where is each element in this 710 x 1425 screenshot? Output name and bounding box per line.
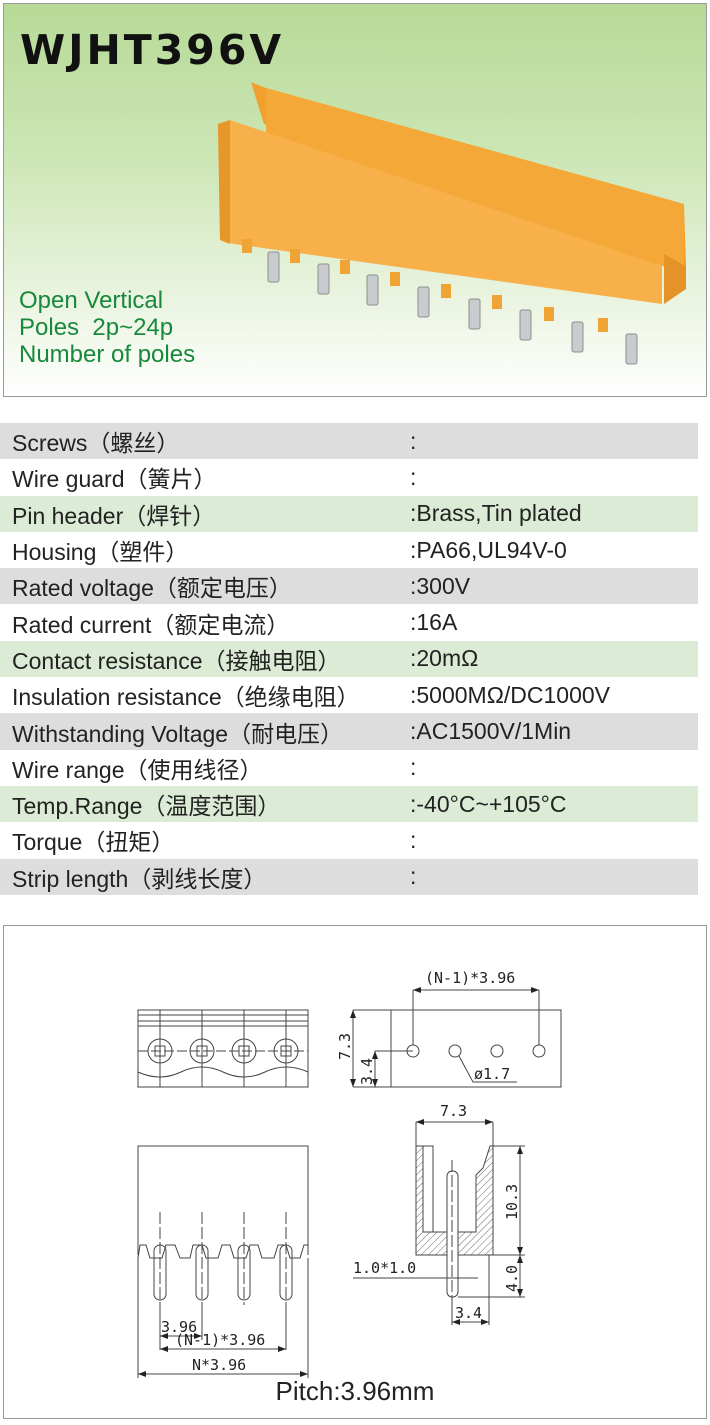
- product-hero: WJHT396V Open Vertical Poles 2p~24p Numb…: [3, 3, 707, 397]
- spec-value: :: [410, 463, 417, 490]
- spec-label: Housing（塑件）: [12, 539, 189, 566]
- dim-top-pitch: (N-1)*3.96: [425, 969, 515, 987]
- desc-line: Number of poles: [19, 341, 196, 368]
- dim-hole-diameter: ø1.7: [474, 1065, 510, 1083]
- pin-view: [137, 1145, 309, 1378]
- desc-line: Open Vertical: [19, 287, 164, 314]
- spec-label: Torque（扭矩）: [12, 829, 175, 856]
- spec-row: Rated voltage（额定电压） :300V: [0, 568, 698, 605]
- spec-row: Temp.Range（温度范围） :-40°C~+105°C: [0, 785, 698, 823]
- spec-label: Withstanding Voltage（耐电压）: [12, 720, 344, 747]
- spec-label: Wire range（使用线径）: [12, 756, 263, 783]
- technical-drawing-frame: [3, 925, 707, 1419]
- side-section-view: [353, 1119, 525, 1325]
- spec-label: Strip length（剥线长度）: [12, 865, 267, 892]
- spec-value: :: [410, 863, 417, 890]
- spec-value: :20mΩ: [410, 645, 479, 672]
- dim-pin-length: 4.0: [503, 1265, 521, 1292]
- top-view: [350, 987, 562, 1088]
- dim-pitch: 3.96: [161, 1318, 197, 1336]
- spec-row: Screws（螺丝）:: [0, 423, 698, 460]
- front-view: [137, 1009, 309, 1088]
- spec-label: Rated current（额定电流）: [12, 611, 290, 638]
- spec-row: Pin header（焊针） :Brass,Tin plated: [0, 495, 698, 532]
- spec-label: Wire guard（簧片）: [12, 466, 217, 493]
- spec-label: Pin header（焊针）: [12, 502, 216, 529]
- spec-value: :-40°C~+105°C: [410, 790, 567, 817]
- spec-value: :: [410, 754, 417, 781]
- dim-pin-offset: 3.4: [455, 1304, 482, 1322]
- desc-line: Poles 2p~24p: [19, 314, 174, 341]
- pitch-label: Pitch:3.96mm: [275, 1376, 435, 1406]
- spec-label: Contact resistance（接触电阻）: [12, 647, 341, 674]
- product-title: WJHT396V: [20, 26, 285, 74]
- spec-label: Screws（螺丝）: [12, 430, 180, 457]
- spec-value: :PA66,UL94V-0: [410, 536, 567, 563]
- spec-value: :300V: [410, 572, 471, 599]
- spec-value: :AC1500V/1Min: [410, 718, 572, 745]
- dim-side-height: 10.3: [503, 1184, 521, 1220]
- product-description: Open Vertical Poles 2p~24p Number of pol…: [19, 287, 195, 368]
- spec-row: Withstanding Voltage（耐电压） :AC1500V/1Min: [0, 713, 698, 750]
- dim-height-7-3: 7.3: [336, 1033, 354, 1060]
- dim-total: N*3.96: [192, 1356, 246, 1374]
- spec-table: Screws（螺丝）: Wire guard（簧片）: Pin header（焊…: [0, 423, 698, 895]
- spec-label: Rated voltage（额定电压）: [12, 575, 292, 602]
- spec-row: Housing（塑件） :PA66,UL94V-0: [0, 532, 698, 568]
- dim-span: (N-1)*3.96: [175, 1331, 265, 1349]
- spec-row: Insulation resistance（绝缘电阻） :5000MΩ/DC100…: [0, 677, 698, 713]
- spec-row: Strip length（剥线长度）:: [0, 858, 698, 895]
- spec-value: :: [410, 826, 417, 853]
- dim-side-width: 7.3: [440, 1102, 467, 1120]
- spec-row: Rated current（额定电流） :16A: [0, 604, 698, 640]
- spec-value: :5000MΩ/DC1000V: [410, 681, 611, 708]
- spec-label: Temp.Range（温度范围）: [12, 793, 281, 820]
- spec-value: :: [410, 427, 417, 454]
- spec-value: :16A: [410, 609, 458, 636]
- dim-pin-size: 1.0*1.0: [353, 1259, 416, 1277]
- connector-photo: [218, 82, 686, 365]
- spec-row: Torque（扭矩）:: [0, 822, 698, 858]
- dim-height-3-4: 3.4: [358, 1058, 376, 1085]
- spec-label: Insulation resistance（绝缘电阻）: [12, 684, 360, 711]
- spec-row: Contact resistance（接触电阻） :20mΩ: [0, 640, 698, 678]
- spec-row: Wire guard（簧片）:: [0, 459, 698, 495]
- spec-value: :Brass,Tin plated: [410, 500, 582, 527]
- spec-row: Wire range（使用线径）:: [0, 750, 698, 786]
